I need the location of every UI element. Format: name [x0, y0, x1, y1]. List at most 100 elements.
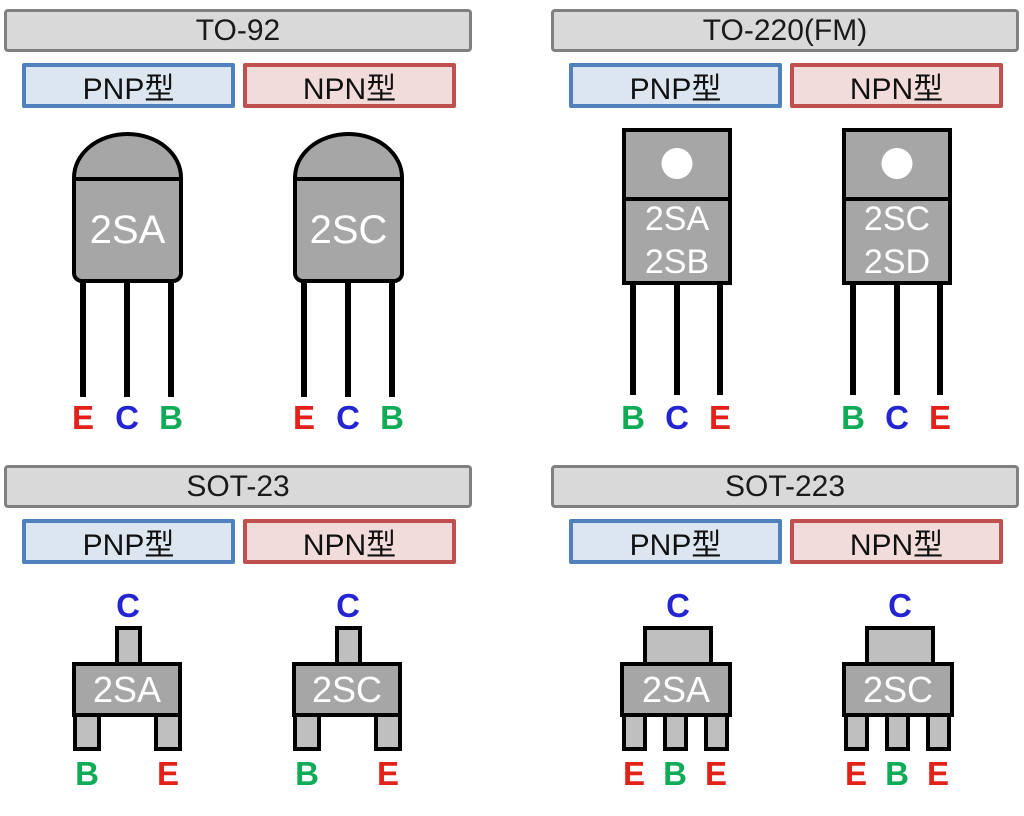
pin-label: C — [116, 587, 140, 624]
part-number-label: 2SA 2SB — [626, 200, 728, 281]
package-case: 2SC — [842, 662, 954, 717]
to220-npn-badge: NPN型 — [790, 63, 1003, 108]
npn-badge-label: NPN型 — [302, 528, 397, 562]
part-number-label: 2SA — [641, 668, 711, 710]
lead-line — [301, 283, 307, 397]
to220-title: TO-220(FM) — [702, 13, 868, 47]
part-number-line2: 2SD — [863, 243, 931, 281]
npn-badge-label: NPN型 — [849, 72, 944, 106]
pin-tab — [663, 713, 688, 751]
pin-label: B — [75, 755, 99, 792]
to220-npn-package: 2SC 2SD B C E — [841, 128, 952, 440]
pin-tab — [154, 713, 182, 751]
part-number-label: 2SC — [311, 668, 383, 710]
sot223-npn-package: C 2SC E B E — [842, 587, 954, 800]
pin-label: B — [841, 399, 865, 436]
sot223-pnp-package: C 2SA E B E — [620, 587, 732, 800]
to220-pnp-badge: PNP型 — [569, 63, 782, 108]
pin-label: C — [336, 587, 360, 624]
mounting-hole-icon — [881, 148, 913, 179]
pin-label: E — [928, 399, 952, 436]
case-cap-line — [76, 177, 179, 181]
pin-label: E — [622, 755, 646, 792]
part-number-line1: 2SA — [644, 200, 710, 238]
pin-label: B — [159, 399, 183, 436]
pin-label: E — [376, 755, 400, 792]
lead-line — [717, 285, 723, 395]
collector-tab — [865, 626, 935, 666]
pin-tab — [926, 713, 951, 751]
mounting-hole-icon — [661, 148, 693, 179]
to92-pnp-package: 2SA E C B — [72, 132, 183, 442]
lead-line — [124, 283, 130, 397]
part-number-label: 2SC — [309, 207, 388, 252]
pin-label: E — [156, 755, 180, 792]
lead-line — [937, 285, 943, 395]
pin-tab — [374, 713, 402, 751]
sot23-pnp-badge: PNP型 — [22, 519, 235, 564]
pin-label: E — [708, 399, 732, 436]
pin-tab — [885, 713, 910, 751]
to92-pnp-badge: PNP型 — [22, 63, 235, 108]
part-number-line1: 2SC — [863, 200, 931, 238]
pin-label: C — [888, 587, 912, 624]
package-case: 2SA — [72, 132, 183, 283]
package-case: 2SA 2SB — [622, 128, 732, 285]
pin-label: B — [295, 755, 319, 792]
to220-pnp-package: 2SA 2SB B C E — [621, 128, 732, 440]
part-number-line2: 2SB — [644, 243, 710, 281]
pin-label: B — [380, 399, 404, 436]
to220-header: TO-220(FM) — [551, 9, 1019, 52]
part-number-label: 2SC — [862, 668, 934, 710]
sot23-npn-badge: NPN型 — [243, 519, 456, 564]
lead-line — [168, 283, 174, 397]
sot23-title: SOT-23 — [186, 469, 290, 503]
case-divider-line — [626, 197, 728, 201]
collector-tab — [115, 626, 142, 666]
pnp-badge-label: PNP型 — [629, 72, 722, 106]
pin-label: E — [292, 399, 316, 436]
lead-line — [850, 285, 856, 395]
sot223-header: SOT-223 — [551, 465, 1019, 508]
pin-label: B — [885, 755, 909, 792]
lead-line — [345, 283, 351, 397]
part-number-label: 2SA — [89, 207, 166, 252]
lead-line — [389, 283, 395, 397]
to92-section: TO-92 PNP型 NPN型 2SA E C B 2SC — [4, 9, 472, 436]
pin-label: C — [336, 399, 360, 436]
sot223-npn-badge: NPN型 — [790, 519, 1003, 564]
pnp-badge-label: PNP型 — [629, 528, 722, 562]
sot223-pnp-badge: PNP型 — [569, 519, 782, 564]
pin-label: C — [665, 399, 689, 436]
lead-line — [630, 285, 636, 395]
pin-label: C — [115, 399, 139, 436]
pin-label: C — [885, 399, 909, 436]
lead-line — [894, 285, 900, 395]
pin-label: E — [704, 755, 728, 792]
sot223-title: SOT-223 — [724, 469, 846, 503]
sot23-header: SOT-23 — [4, 465, 472, 508]
lead-line — [674, 285, 680, 395]
case-divider-line — [846, 197, 948, 201]
npn-badge-label: NPN型 — [302, 72, 397, 106]
pin-label: C — [666, 587, 690, 624]
pin-label: E — [71, 399, 95, 436]
sot223-section: SOT-223 PNP型 NPN型 C 2SA E B E C — [551, 465, 1019, 816]
package-case: 2SC — [293, 132, 404, 283]
pin-tab — [622, 713, 647, 751]
pin-tab — [844, 713, 869, 751]
to92-npn-badge: NPN型 — [243, 63, 456, 108]
to92-npn-package: 2SC E C B — [293, 132, 404, 442]
pin-label: B — [663, 755, 687, 792]
package-case: 2SC 2SD — [842, 128, 952, 285]
package-case: 2SA — [620, 662, 732, 717]
part-number-label: 2SA — [92, 668, 162, 710]
case-cap-line — [297, 177, 400, 181]
pin-label: E — [926, 755, 950, 792]
collector-tab — [643, 626, 713, 666]
package-case: 2SC — [292, 662, 402, 717]
pnp-badge-label: PNP型 — [82, 528, 175, 562]
pin-label: E — [844, 755, 868, 792]
to220-section: TO-220(FM) PNP型 NPN型 2SA 2SB B C E — [551, 9, 1019, 436]
pin-tab — [73, 713, 101, 751]
